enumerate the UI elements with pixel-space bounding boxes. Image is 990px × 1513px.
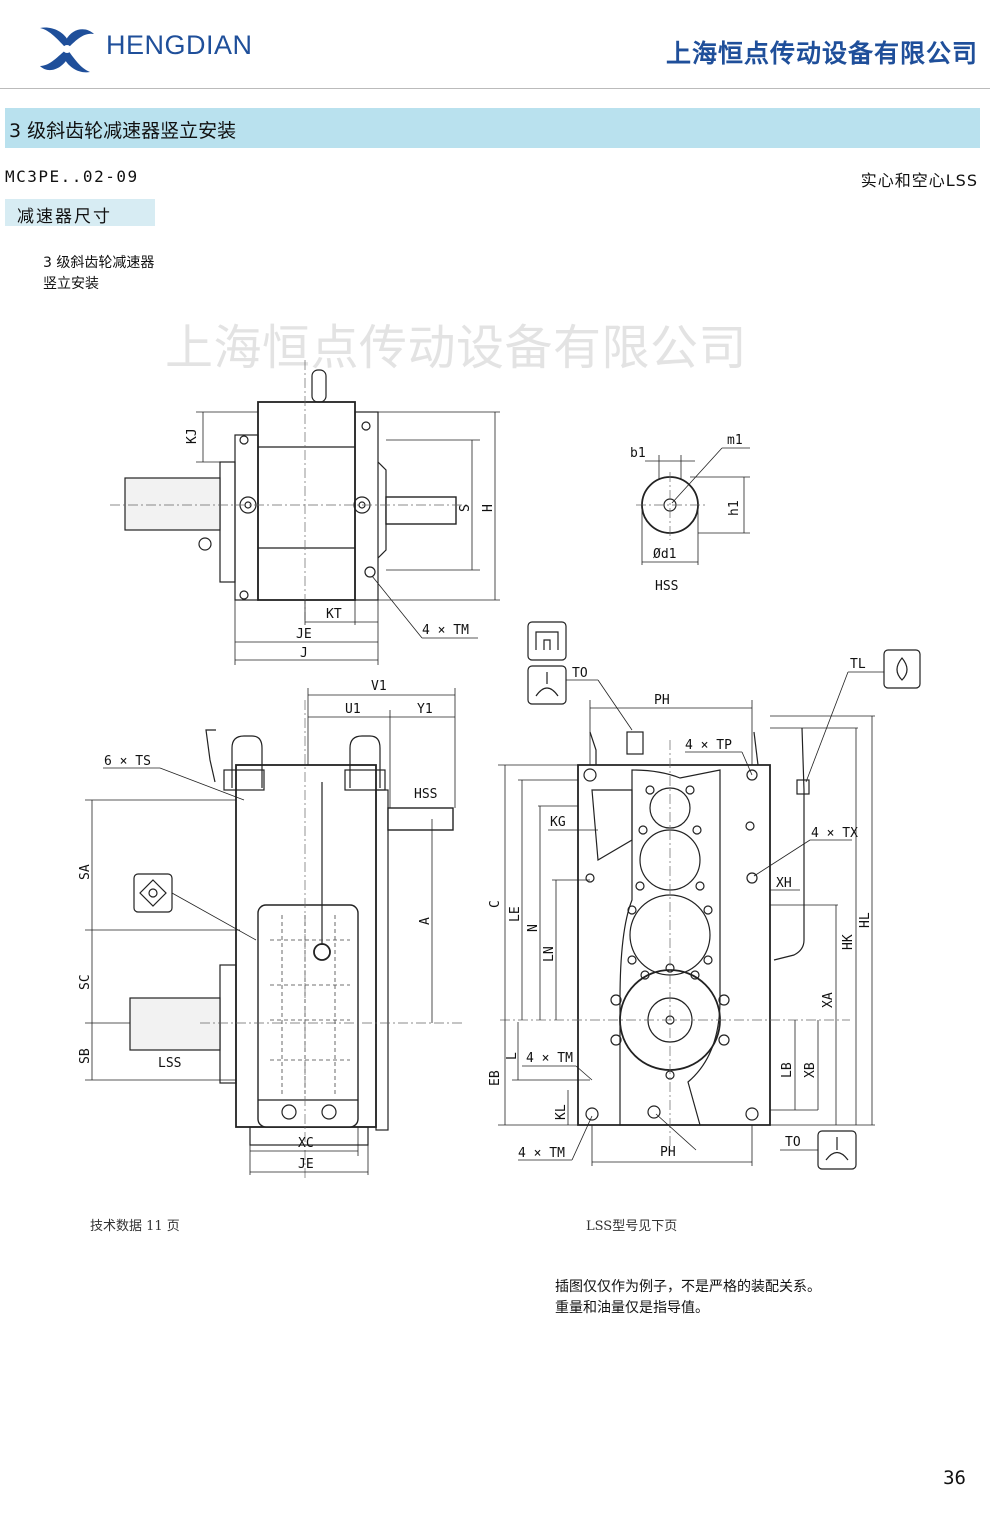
- caption-line-1: 3 级斜齿轮减速器: [43, 255, 155, 271]
- page-number: 36: [943, 1467, 966, 1489]
- technical-drawing: KJ S H KT JE J 4 × TM b1 m1: [78, 360, 921, 1180]
- dim-tx: 4 × TX: [811, 826, 858, 841]
- watermark: 上海恒点传动设备有限公司: [165, 320, 748, 376]
- front-view: TO PH 4 × TP TL KG 4 × TX XH C LE: [488, 621, 921, 1170]
- dim-sb: SB: [78, 1048, 93, 1064]
- shaft-section: b1 m1 h1 Ød1 HSS: [630, 433, 750, 594]
- dim-h: H: [481, 504, 496, 512]
- dim-to-top: TO: [572, 666, 588, 681]
- dim-n: N: [526, 924, 541, 932]
- dim-tl: TL: [850, 657, 866, 672]
- drawing-caption: 3 级斜齿轮减速器 竖立安装: [43, 253, 154, 295]
- shaft-section-label: HSS: [655, 579, 678, 594]
- lss-label: LSS: [158, 1056, 181, 1071]
- header-divider: [0, 88, 990, 89]
- side-view: V1 U1 Y1 6 × TS HSS A SA SC SB LSS XC JE: [78, 679, 465, 1180]
- dim-d1: Ød1: [653, 547, 676, 562]
- dim-ph-top: PH: [654, 693, 670, 708]
- disclaimer-line-2: 重量和油量仅是指导值。: [555, 1300, 709, 1316]
- model-code: MC3PE..02-09: [5, 167, 139, 186]
- dim-je-top: JE: [296, 627, 312, 642]
- dim-l: L: [505, 1052, 520, 1060]
- dim-s: S: [458, 504, 473, 512]
- dim-eb: EB: [488, 1070, 503, 1086]
- dim-ts: 6 × TS: [104, 754, 151, 769]
- dim-ln: LN: [542, 946, 557, 962]
- dim-ph-bottom: PH: [660, 1145, 676, 1160]
- tech-data-ref: 技术数据 11 页: [90, 1219, 180, 1234]
- section-title-bar: [5, 108, 980, 148]
- dim-tm-bottom: 4 × TM: [518, 1146, 565, 1161]
- dim-kg: KG: [550, 815, 566, 830]
- dim-j: J: [300, 646, 308, 661]
- dim-hk: HK: [841, 934, 856, 950]
- dim-to-bottom: TO: [785, 1135, 801, 1150]
- top-view: KJ S H KT JE J 4 × TM: [110, 360, 500, 665]
- hss-label: HSS: [414, 787, 437, 802]
- company-name: 上海恒点传动设备有限公司: [665, 39, 978, 68]
- dim-xb: XB: [803, 1062, 818, 1078]
- dim-sa: SA: [78, 864, 93, 880]
- dim-tm-mid: 4 × TM: [526, 1051, 573, 1066]
- dim-kl: KL: [554, 1104, 569, 1120]
- dim-xc: XC: [298, 1136, 314, 1151]
- dim-a: A: [418, 917, 433, 925]
- dim-lb: LB: [780, 1062, 795, 1078]
- lss-model-note: LSS型号见下页: [586, 1219, 678, 1234]
- disclaimer-line-1: 插图仅仅作为例子，不是严格的装配关系。: [555, 1279, 821, 1295]
- dim-y1: Y1: [417, 702, 433, 717]
- brand-name: HENGDIAN: [106, 30, 253, 60]
- dim-sc: SC: [78, 974, 93, 990]
- section-title: 3 级斜齿轮减速器竖立安装: [9, 120, 237, 142]
- dim-h1: h1: [727, 500, 742, 516]
- dim-kt: KT: [326, 607, 342, 622]
- dim-tm-top: 4 × TM: [422, 623, 469, 638]
- dim-xh: XH: [776, 876, 792, 891]
- dim-le: LE: [508, 906, 523, 922]
- dim-hl: HL: [858, 912, 873, 928]
- dim-je-side: JE: [298, 1157, 314, 1172]
- dim-m1: m1: [727, 433, 743, 448]
- dim-kj: KJ: [185, 428, 200, 444]
- dim-tp: 4 × TP: [685, 738, 732, 753]
- disclaimer: 插图仅仅作为例子，不是严格的装配关系。 重量和油量仅是指导值。: [555, 1277, 821, 1319]
- dim-xa: XA: [821, 992, 836, 1008]
- dim-u1: U1: [345, 702, 361, 717]
- hengdian-logo-icon: [40, 27, 94, 73]
- dim-b1: b1: [630, 446, 646, 461]
- dim-v1: V1: [371, 679, 387, 694]
- shaft-type: 实心和空心LSS: [860, 171, 978, 190]
- subtitle: 减速器尺寸: [17, 207, 112, 227]
- caption-line-2: 竖立安装: [43, 276, 99, 292]
- subtitle-bar: [5, 199, 155, 226]
- dim-c: C: [488, 900, 503, 908]
